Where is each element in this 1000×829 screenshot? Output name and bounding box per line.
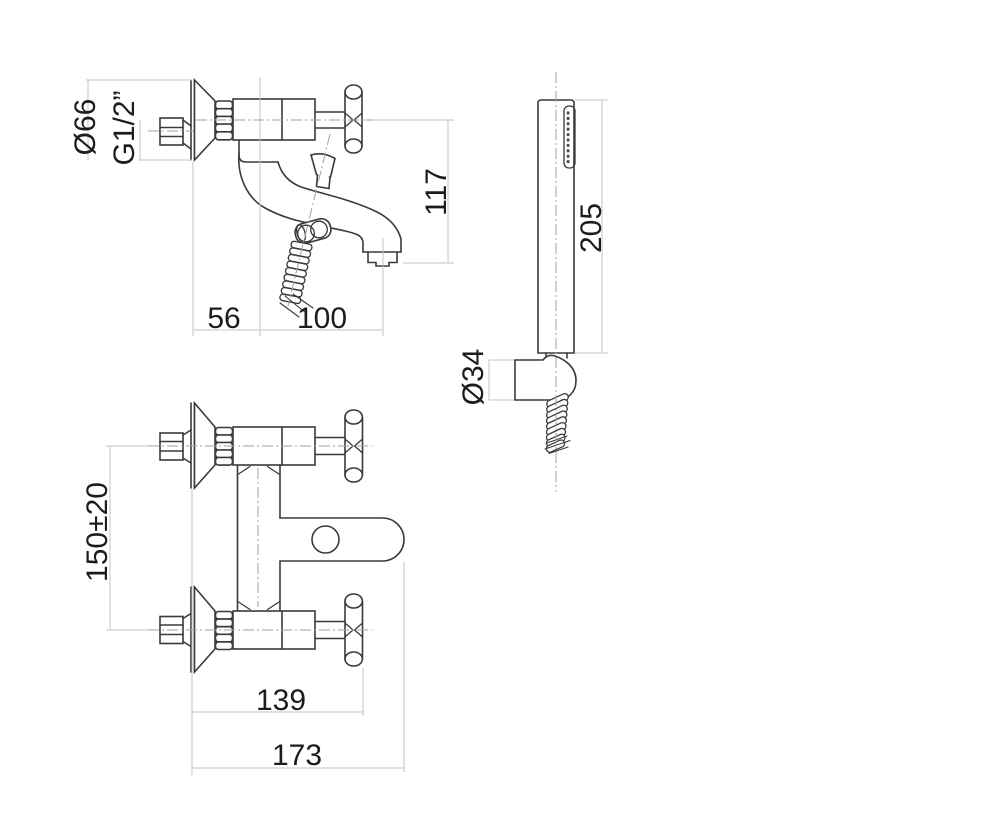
escutcheon-cone [193, 400, 216, 491]
handle-cap [344, 138, 363, 154]
centerlines [148, 72, 557, 631]
object-outlines [159, 78, 577, 675]
dim-label-spout-height: 117 [420, 168, 453, 216]
spout-upper-contour [277, 161, 402, 253]
handle-cap [344, 84, 363, 100]
wall-bracket [514, 354, 577, 401]
diverter-knob [310, 153, 336, 179]
hand-shower-view [514, 99, 577, 455]
hose-break-hatch [279, 293, 314, 318]
dim-label-thread: G1/2” [108, 90, 141, 165]
hose-break-hatch [544, 435, 571, 455]
handle-cap [344, 651, 364, 667]
escutcheon-cone [193, 584, 216, 675]
dim-label-escutcheon-diameter: Ø66 [69, 99, 102, 156]
mixer-front-view [159, 400, 405, 675]
threaded-collar [214, 610, 234, 651]
spout-neck [238, 139, 279, 163]
chamfer-marks [237, 465, 280, 611]
dimension-lines [86, 77, 608, 775]
handle-cap [344, 409, 364, 425]
diverter-top-view [311, 525, 340, 554]
hose-coupling [294, 217, 332, 245]
dim-label-bracket-diameter: Ø34 [457, 349, 490, 406]
spray-nozzles [566, 111, 570, 164]
diverter-knob-neck [315, 174, 331, 190]
mixer-side-view [159, 78, 402, 318]
dim-label-shower-length: 205 [575, 203, 608, 253]
dim-label-overall-width: 173 [272, 739, 322, 772]
threaded-collar [214, 426, 234, 466]
spray-face [563, 105, 576, 169]
dim-label-wall-to-handle-width: 139 [256, 684, 306, 717]
handle-cap [344, 467, 364, 483]
dim-label-body-to-spout: 100 [297, 302, 347, 335]
dim-label-connection-distance: 150±20 [81, 482, 114, 582]
dim-label-wall-to-body: 56 [207, 302, 240, 335]
spout-top-view [279, 517, 405, 562]
handle-cap [344, 593, 364, 609]
dimension-labels: Ø66 G1/2” 117 56 100 205 Ø34 150±20 139 … [69, 90, 608, 772]
